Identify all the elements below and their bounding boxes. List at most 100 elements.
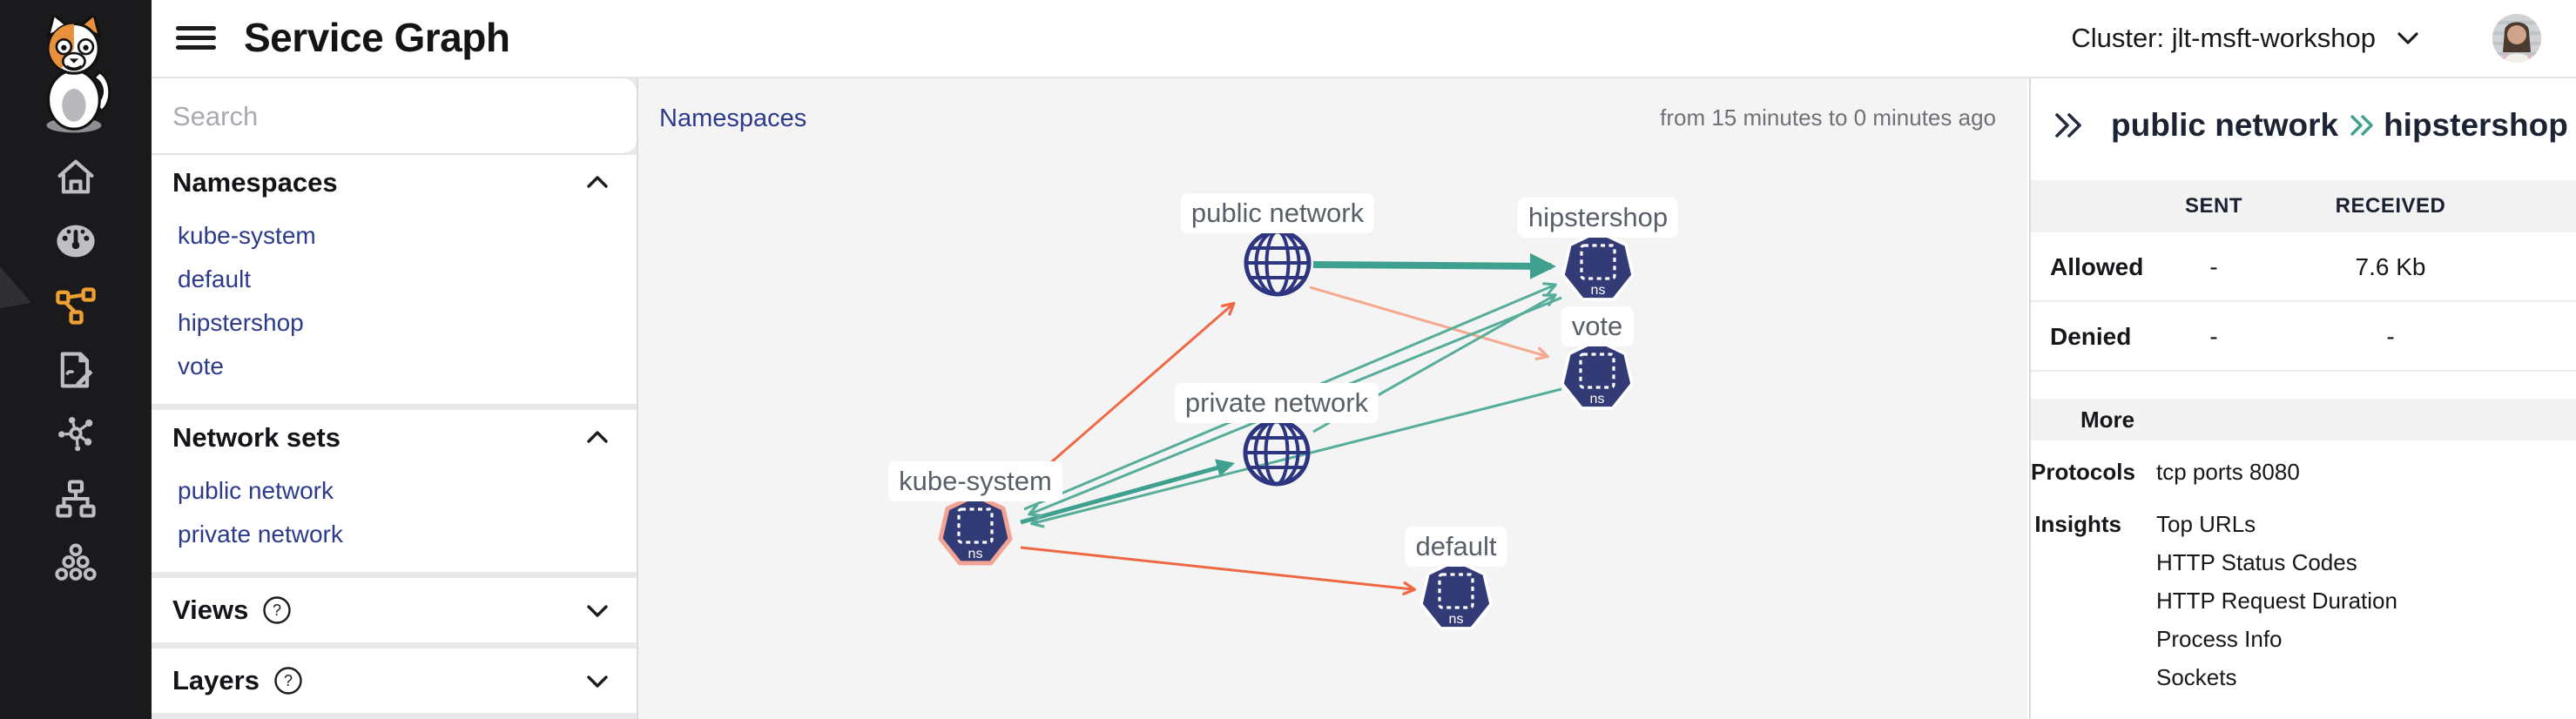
service-graph-canvas[interactable]: ns ns ns ns public network hipstershop vote pr…	[637, 78, 2027, 719]
edge-public-network-to-vote[interactable]	[1309, 286, 1549, 361]
sidebar-sections: Namespaces kube-system default hipstershop v…	[152, 155, 637, 713]
rail-icon-list	[0, 144, 152, 595]
chevron-down-icon	[587, 675, 608, 688]
row-label: Allowed	[2050, 253, 2144, 280]
traffic-table-header: SENT RECEIVED	[2031, 180, 2576, 232]
detail-value-http-status-codes: HTTP Status Codes	[2156, 549, 2357, 575]
node-kube-system[interactable]: ns	[938, 493, 1013, 566]
panel-header: public network hipstershop	[2050, 99, 2568, 151]
node-label-vote[interactable]: vote	[1561, 306, 1634, 346]
sidebar-item-hipstershop[interactable]: hipstershop	[178, 309, 304, 336]
section-label: Layers	[172, 665, 260, 695]
edge-public-network-to-hipstershop[interactable]	[1312, 252, 1556, 279]
node-label-public-network[interactable]: public network	[1180, 193, 1375, 233]
cluster-selector[interactable]: Cluster: jlt-msft-workshop	[2071, 23, 2419, 54]
search-input[interactable]	[172, 94, 547, 139]
chevron-down-icon	[587, 605, 608, 617]
sidebar-section-namespaces: Namespaces kube-system default hipstershop v…	[152, 155, 637, 404]
details-panel: public network hipstershop SENT RECEIVED…	[2029, 78, 2576, 719]
section-header-layers[interactable]: Layers?	[152, 648, 637, 713]
app-logo-cat	[21, 12, 131, 133]
sidebar-section-layers: Layers?	[152, 648, 637, 713]
user-avatar[interactable]	[2492, 14, 2541, 63]
hamburger-menu-icon[interactable]	[176, 21, 216, 56]
svg-text:ns: ns	[1590, 392, 1605, 407]
detail-label: Insights	[2034, 511, 2121, 537]
breadcrumb-source: public network	[2111, 107, 2339, 143]
svg-text:?: ?	[273, 601, 281, 619]
cell-sent: -	[2209, 253, 2218, 280]
reports-icon[interactable]	[0, 338, 152, 402]
node-private-network[interactable]	[1243, 419, 1311, 487]
node-label-hipstershop[interactable]: hipstershop	[1517, 198, 1679, 238]
row-label: Denied	[2050, 323, 2132, 350]
svg-text:?: ?	[284, 672, 293, 689]
svg-text:ns: ns	[1449, 612, 1464, 627]
node-hipstershop[interactable]: ns	[1561, 230, 1635, 301]
cell-received: 7.6 Kb	[2355, 253, 2426, 280]
canvas-view-label: Namespaces	[659, 104, 807, 132]
sidebar-item-private-network[interactable]: private network	[178, 521, 343, 548]
column-received: RECEIVED	[2335, 194, 2446, 218]
cell-received: -	[2386, 323, 2395, 350]
dashboard-gauge-icon[interactable]	[0, 209, 152, 273]
section-header-views[interactable]: Views?	[152, 578, 637, 642]
detail-value-tcp-ports-8080: tcp ports 8080	[2156, 459, 2300, 485]
home-icon[interactable]	[0, 144, 152, 209]
detail-row-protocols: Protocols tcp ports 8080	[2031, 453, 2576, 491]
active-page-indicator	[0, 266, 31, 308]
section-label: Views	[172, 595, 249, 625]
hierarchy-icon[interactable]	[0, 467, 152, 531]
cluster-pods-icon[interactable]	[0, 531, 152, 595]
help-icon[interactable]: ?	[262, 595, 292, 625]
top-bar: Service Graph Cluster: jlt-msft-workshop	[152, 0, 2576, 78]
sidebar-item-kube-system[interactable]: kube-system	[178, 222, 316, 249]
page-title: Service Graph	[244, 15, 510, 60]
node-label-default[interactable]: default	[1405, 527, 1507, 567]
edge-kube-system-to-private-network[interactable]	[1020, 459, 1236, 525]
traffic-row-denied: Denied - -	[2031, 302, 2576, 372]
node-public-network[interactable]	[1244, 229, 1312, 297]
more-section-header: More	[2031, 399, 2576, 440]
svg-text:ns: ns	[968, 547, 983, 561]
section-header-network-sets[interactable]: Network sets	[152, 410, 637, 466]
node-label-private-network[interactable]: private network	[1174, 383, 1379, 423]
edge-kube-system-to-default[interactable]	[1020, 546, 1416, 595]
chevron-up-icon	[587, 176, 608, 188]
detail-values: tcp ports 8080	[2156, 453, 2576, 491]
chevron-up-icon	[587, 431, 608, 443]
detail-value-http-request-duration: HTTP Request Duration	[2156, 588, 2397, 614]
detail-value-sockets: Sockets	[2156, 664, 2237, 690]
help-icon[interactable]: ?	[273, 666, 303, 695]
connections-icon[interactable]	[0, 402, 152, 467]
cell-sent: -	[2209, 323, 2218, 350]
node-default[interactable]: ns	[1419, 559, 1493, 630]
section-header-namespaces[interactable]: Namespaces	[152, 155, 637, 211]
detail-label: Protocols	[2031, 459, 2135, 485]
collapse-panel-icon[interactable]	[2050, 106, 2088, 144]
sidebar: Namespaces kube-system default hipstershop v…	[152, 78, 768, 719]
traffic-table: SENT RECEIVED Allowed - 7.6 Kb Denied - -	[2031, 180, 2576, 372]
sidebar-item-public-network[interactable]: public network	[178, 477, 334, 504]
detail-value-top-urls: Top URLs	[2156, 511, 2256, 537]
column-sent: SENT	[2184, 194, 2243, 218]
breadcrumb-target: hipstershop	[2384, 107, 2568, 143]
sidebar-item-default[interactable]: default	[178, 265, 252, 292]
section-label: Namespaces	[172, 167, 338, 198]
node-vote[interactable]: ns	[1561, 339, 1634, 410]
sidebar-section-network-sets: Network sets public network private networ…	[152, 410, 637, 572]
more-label: More	[2080, 407, 2135, 433]
svg-text:ns: ns	[1591, 283, 1606, 298]
detail-value-process-info: Process Info	[2156, 626, 2283, 652]
node-label-kube-system[interactable]: kube-system	[888, 461, 1062, 501]
sidebar-item-vote[interactable]: vote	[178, 353, 224, 380]
section-label: Network sets	[172, 422, 341, 453]
cluster-label: Cluster: jlt-msft-workshop	[2071, 23, 2376, 53]
chevron-down-icon	[2397, 32, 2418, 44]
icon-rail	[0, 0, 152, 719]
service-graph-icon[interactable]	[0, 273, 152, 338]
breadcrumb-arrow-icon	[2350, 115, 2373, 136]
